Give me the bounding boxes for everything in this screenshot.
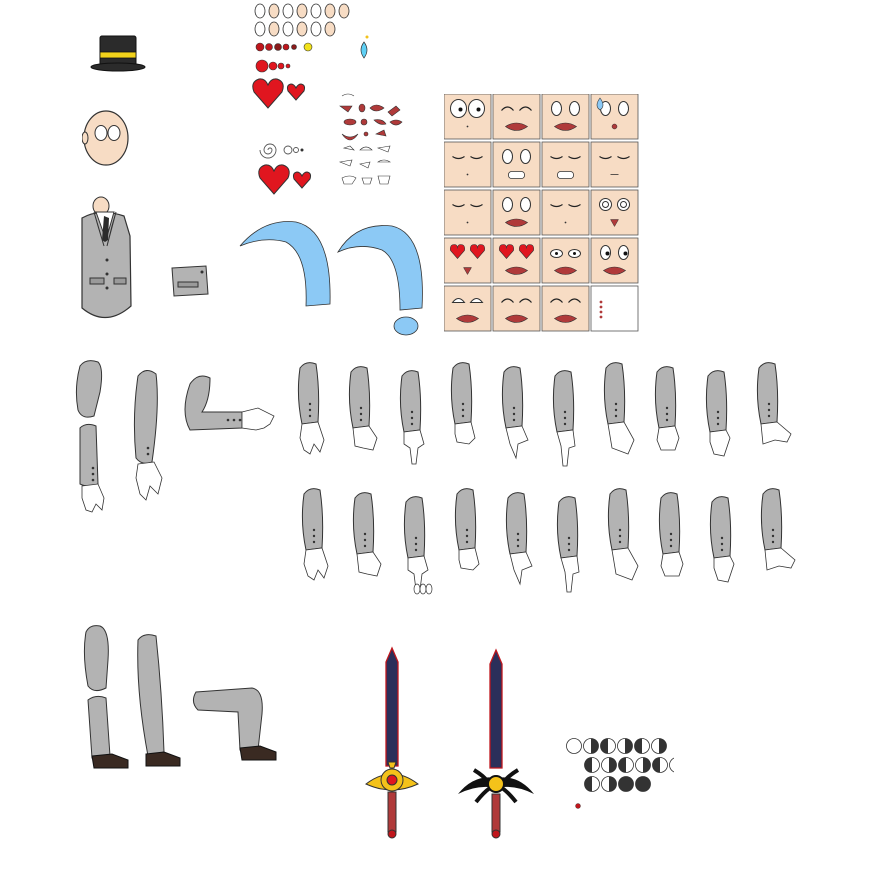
face-tile-worried xyxy=(444,285,492,332)
moon-phase-7 xyxy=(584,757,600,773)
arm-hand-fist xyxy=(450,362,476,445)
face-tile-calm xyxy=(590,141,639,188)
moon-phase-grid xyxy=(566,738,674,809)
tear-stream-left-sprite xyxy=(239,221,331,307)
face-tile-pout xyxy=(541,94,590,140)
lower-leg-shoe-sprite xyxy=(87,695,129,769)
upper-arm-sprite xyxy=(75,360,103,418)
face-tile-grimace xyxy=(492,141,541,188)
bent-arm-sprite xyxy=(184,375,275,431)
face-tile-blank xyxy=(590,285,639,332)
moon-phase-8 xyxy=(601,757,617,773)
face-tile-bored xyxy=(492,189,541,236)
moon-phase-10 xyxy=(635,757,651,773)
face-tile-surprised xyxy=(590,237,639,284)
moon-phase-15 xyxy=(618,776,634,792)
moon-phase-9 xyxy=(618,757,634,773)
top-hat-sprite xyxy=(90,35,146,72)
arm-hand-relaxed xyxy=(348,366,378,451)
pocket-flap-sprite xyxy=(171,265,209,297)
arm-hand-cup xyxy=(607,488,639,581)
arm-hand-fist xyxy=(454,488,480,571)
face-tile-love xyxy=(444,237,492,284)
tear-stream-right-sprite xyxy=(336,225,423,336)
arm-hand-open xyxy=(301,488,329,581)
arm-hand-open xyxy=(297,362,325,455)
eye-parts-sprites xyxy=(254,3,350,37)
arm-hand-spread xyxy=(756,362,792,445)
pupil-parts-sprites xyxy=(255,42,313,73)
moon-phase-6 xyxy=(651,738,667,754)
arm-hand-cup xyxy=(603,362,635,455)
face-tile-sleepy xyxy=(444,141,492,188)
moon-phase-12 xyxy=(669,757,674,773)
moon-phase-1 xyxy=(566,738,582,754)
arm-hand-pinch xyxy=(505,492,533,586)
face-tile-love-smile xyxy=(492,237,541,284)
arm-hand-point-down xyxy=(399,370,425,465)
moon-phase-4 xyxy=(617,738,633,754)
arm-hand-wave xyxy=(709,496,735,583)
finger-bits-sprite xyxy=(413,583,433,595)
arm-hand-point xyxy=(556,496,580,593)
arm-hand-spread xyxy=(760,488,796,571)
hand-pose-row-2 xyxy=(296,486,816,593)
bald-head-sprite xyxy=(82,110,129,166)
dizzy-spiral-sprites xyxy=(259,143,304,159)
face-tile-dizzy xyxy=(590,189,639,236)
mouth-parts-sprites xyxy=(338,93,403,185)
tear-drop-icon xyxy=(360,35,369,59)
arm-hand-point xyxy=(552,370,576,467)
moon-phase-16 xyxy=(635,776,651,792)
face-tile-content xyxy=(541,285,590,332)
moon-phase-2 xyxy=(583,738,599,754)
arm-hand-grip xyxy=(658,492,684,577)
arm-hand-grip xyxy=(654,366,680,451)
face-tile-pained xyxy=(541,189,590,236)
moon-phase-14 xyxy=(601,776,617,792)
face-tile-shocked xyxy=(444,94,492,140)
arm-hand-pinch xyxy=(501,366,529,460)
heart-eyes-large-sprites xyxy=(258,164,312,195)
moon-phase-11 xyxy=(652,757,668,773)
face-tile-closed xyxy=(444,189,492,236)
face-tile-sweat xyxy=(590,94,639,140)
face-tile-happy xyxy=(492,94,541,140)
face-tile-tired xyxy=(541,141,590,188)
face-tile-angry xyxy=(541,237,590,284)
expression-face-grid xyxy=(444,94,639,332)
arm-hand-wave xyxy=(705,370,731,457)
moon-phase-5 xyxy=(634,738,650,754)
bent-leg-shoe-sprite xyxy=(192,687,277,761)
face-tile-flirty xyxy=(492,285,541,332)
heart-eyes-sprites xyxy=(252,78,306,109)
arm-hand-relaxed xyxy=(352,492,382,577)
dark-guard-sword-sprite xyxy=(458,648,534,839)
hand-pose-row-1 xyxy=(292,360,812,467)
full-arm-sprite xyxy=(133,370,163,501)
full-leg-shoe-sprite xyxy=(137,634,181,767)
upper-leg-sprite xyxy=(83,625,109,692)
moon-phase-13 xyxy=(584,776,600,792)
gold-guard-sword-sprite xyxy=(365,646,419,839)
suit-torso-sprite xyxy=(81,196,132,319)
forearm-hand-sprite xyxy=(79,423,105,513)
moon-phase-3 xyxy=(600,738,616,754)
